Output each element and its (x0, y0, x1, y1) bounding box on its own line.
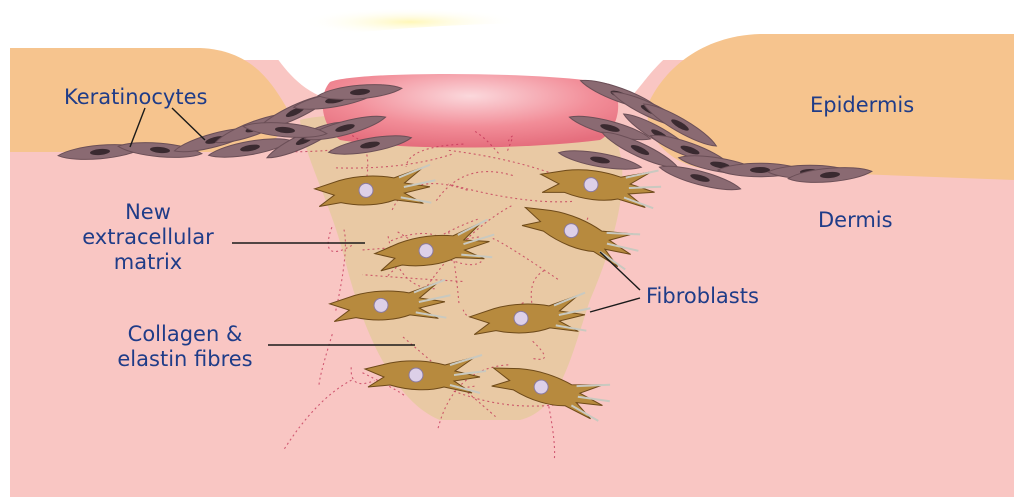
collagen-line-2: elastin fibres (90, 347, 280, 372)
new-ecm-line-1: New (58, 200, 238, 225)
keratinocytes-label: Keratinocytes (64, 85, 207, 110)
epidermis-label: Epidermis (810, 93, 914, 118)
dermis-label: Dermis (818, 208, 893, 233)
collagen-label: Collagen & elastin fibres (90, 322, 280, 372)
new-ecm-label: New extracellular matrix (58, 200, 238, 275)
new-ecm-line-3: matrix (58, 250, 238, 275)
fibroblasts-label: Fibroblasts (646, 284, 759, 309)
collagen-line-1: Collagen & (90, 322, 280, 347)
new-ecm-line-2: extracellular (58, 225, 238, 250)
